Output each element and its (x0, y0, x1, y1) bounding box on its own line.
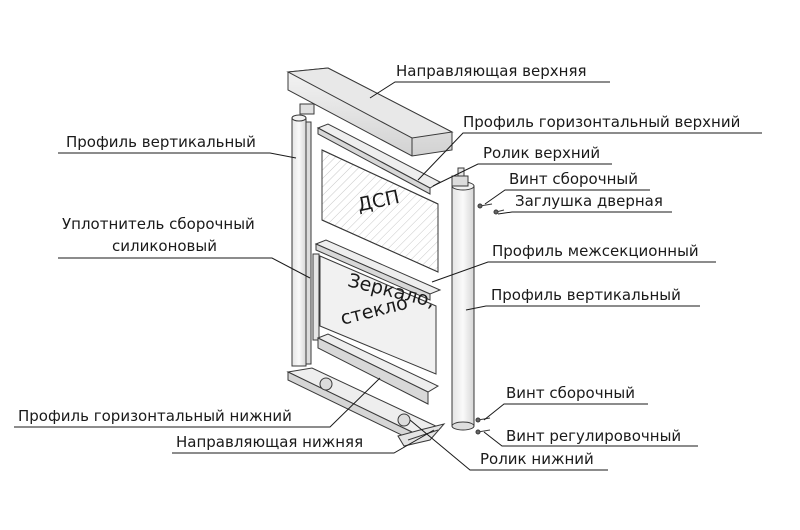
left-vertical-profile (291, 114, 312, 367)
top-screws (477, 203, 505, 215)
top-roller-left (299, 103, 315, 115)
labels: Направляющая верхняя Профиль вертикальны… (18, 62, 740, 468)
label-seal-line2: силиконовый (112, 237, 217, 255)
bottom-horizontal-profile (286, 367, 442, 443)
label-screw-assembly-bottom: Винт сборочный (506, 384, 635, 402)
label-profile-intersection: Профиль межсекционный (492, 242, 699, 260)
label-seal-line1: Уплотнитель сборочный (62, 215, 255, 233)
bottom-screws (475, 417, 491, 435)
label-roller-top: Ролик верхний (483, 144, 600, 162)
top-guide-rail (286, 67, 454, 157)
lower-profile-strip (316, 333, 440, 405)
label-screw-assembly-top: Винт сборочный (509, 170, 638, 188)
label-profile-vertical-right: Профиль вертикальный (491, 286, 681, 304)
right-vertical-profile (451, 181, 475, 431)
label-profile-horizontal-top: Профиль горизонтальный верхний (463, 113, 740, 131)
bottom-guide-rail (397, 423, 446, 447)
label-door-plug: Заглушка дверная (515, 192, 663, 210)
label-profile-horizontal-bottom: Профиль горизонтальный нижний (18, 407, 292, 425)
silicone-seal (312, 253, 320, 341)
label-guide-bottom: Направляющая нижняя (176, 433, 363, 451)
label-profile-vertical-left: Профиль вертикальный (66, 133, 256, 151)
label-roller-bottom: Ролик нижний (480, 450, 594, 468)
chipboard-panel: ДСП (321, 149, 439, 273)
label-guide-top: Направляющая верхняя (396, 62, 587, 80)
label-screw-adjusting: Винт регулировочный (506, 427, 681, 445)
leader-lines (14, 81, 762, 471)
top-horizontal-profile (316, 123, 442, 195)
top-roller-right (451, 167, 469, 187)
intersection-profile (314, 239, 442, 301)
